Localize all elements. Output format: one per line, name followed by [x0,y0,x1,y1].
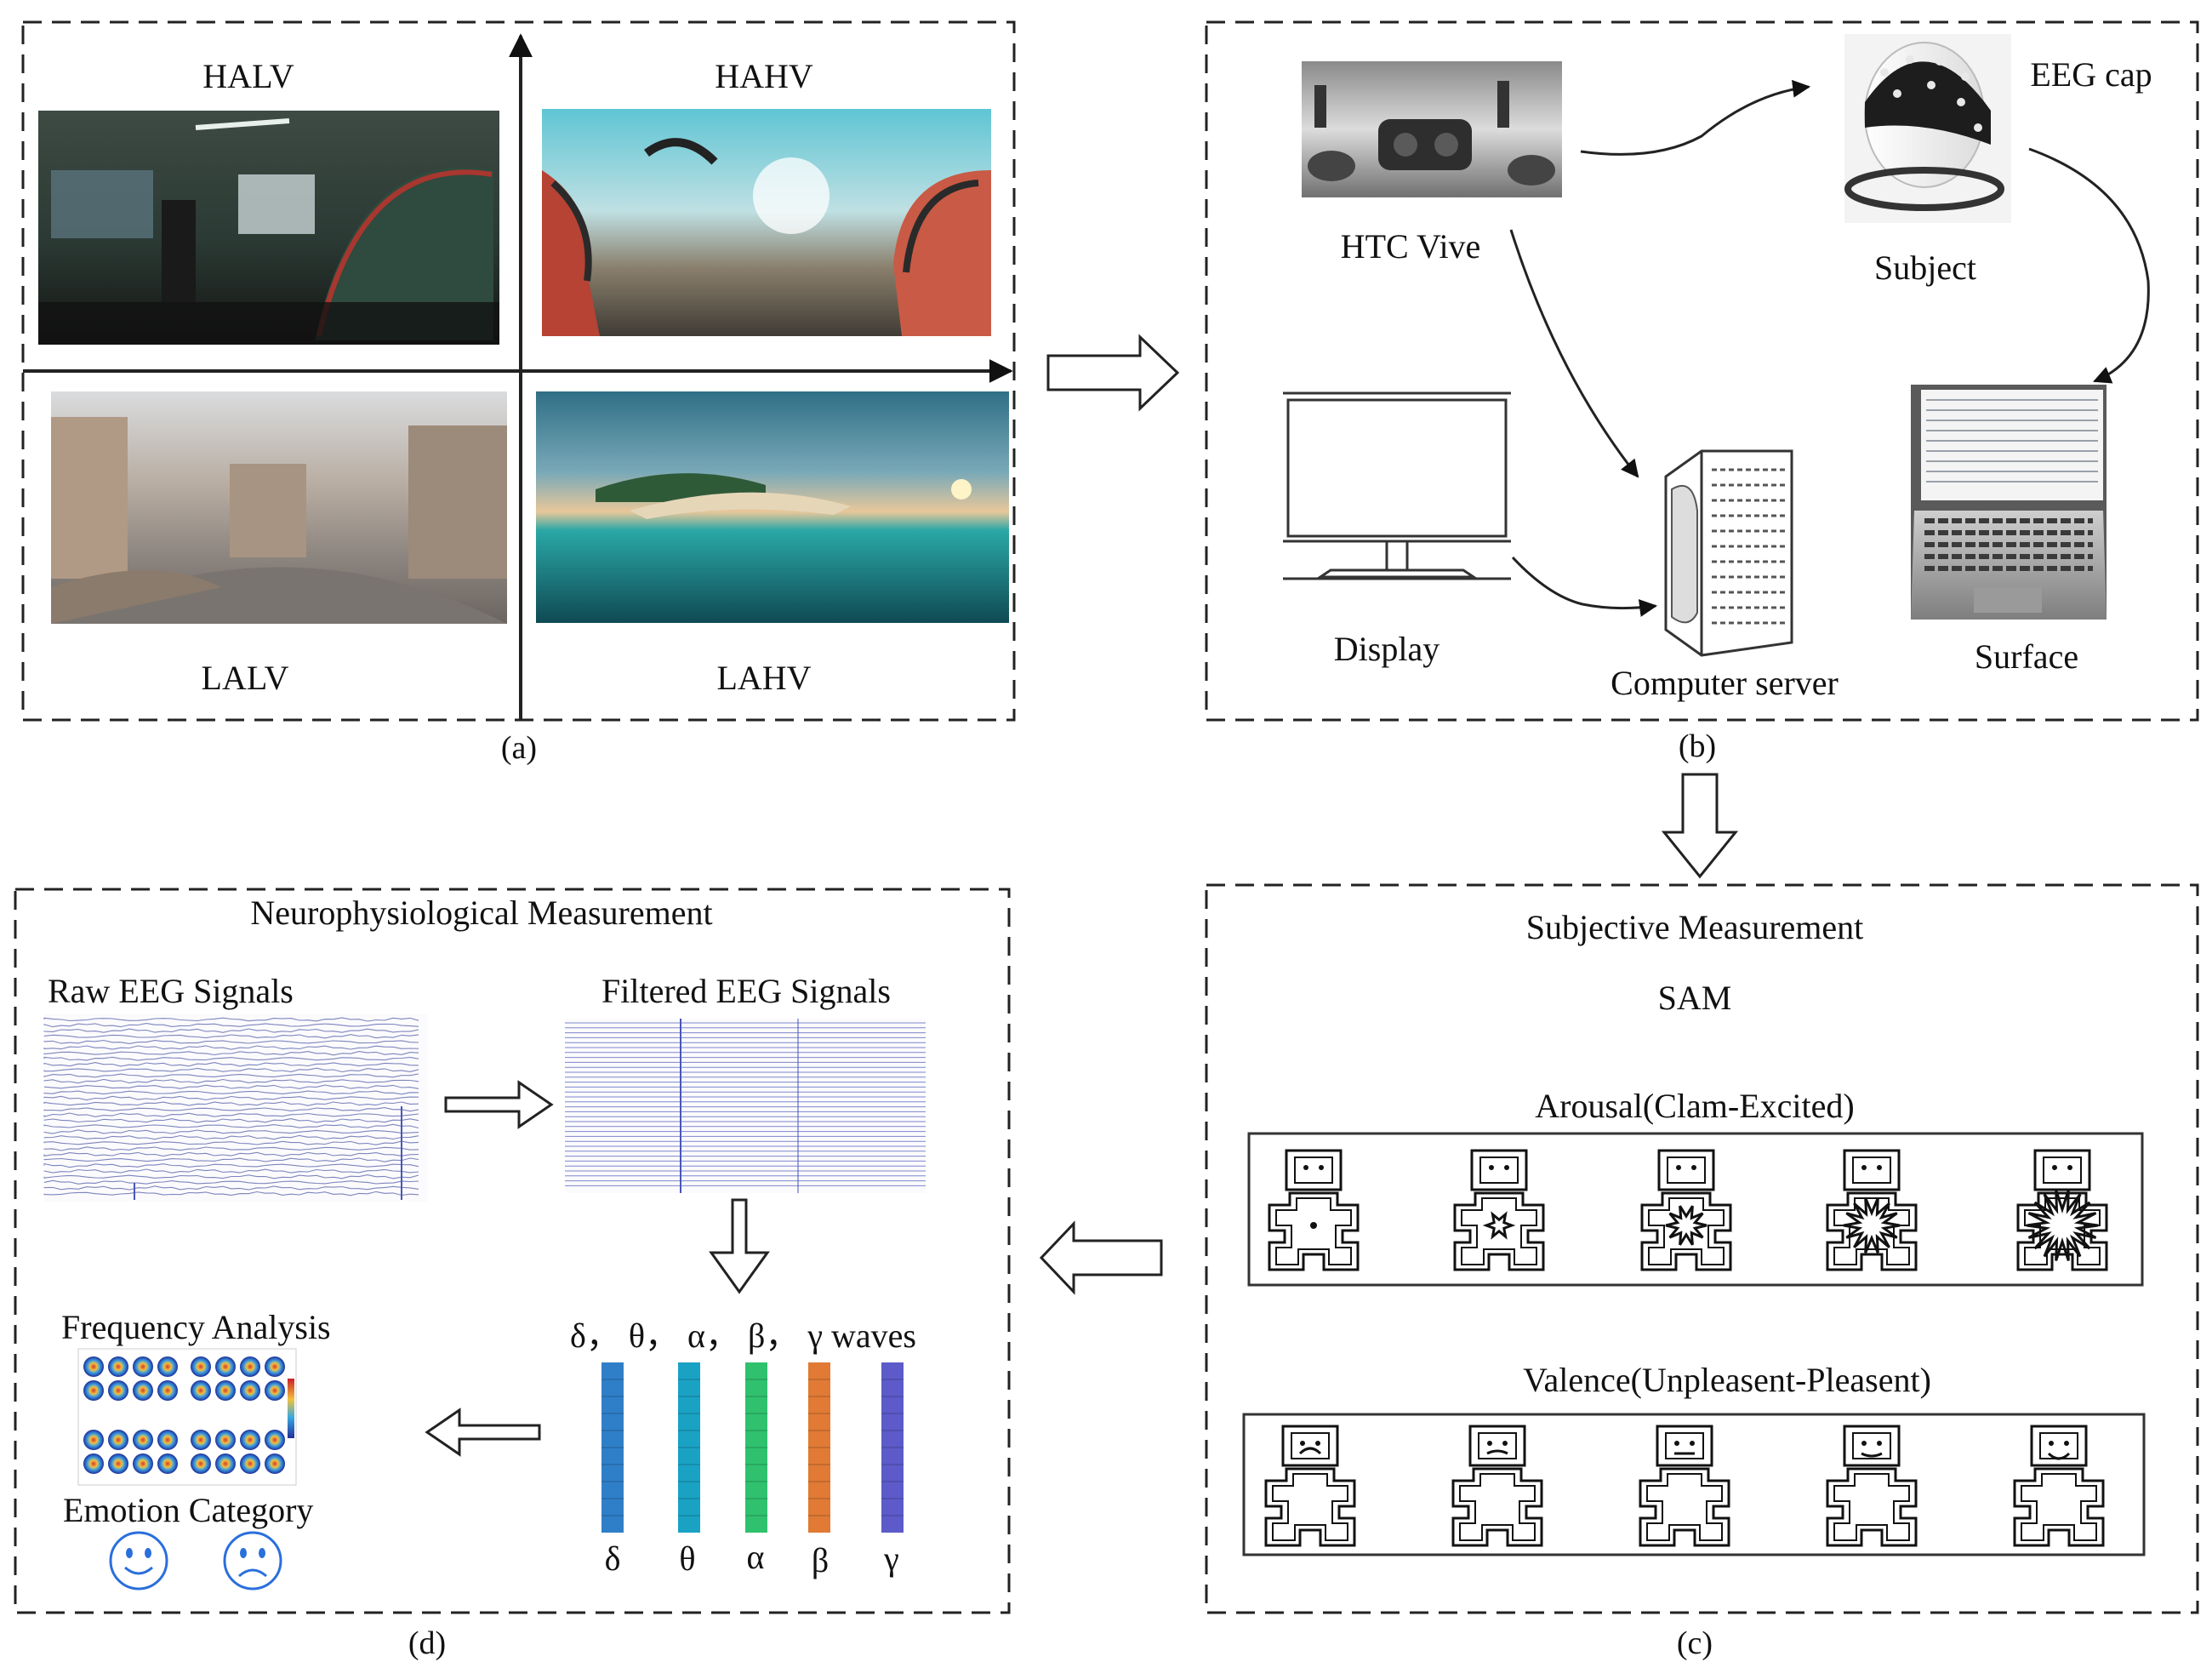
quadrant-label-lahv: LAHV [716,659,812,697]
panel-a-border [21,20,1016,722]
arrow-vive-to-server [1509,229,1639,478]
panel-d-title: Neurophysiological Measurement [250,894,713,932]
valence-scale-frame [1242,1413,2146,1556]
label-display: Display [1333,630,1440,668]
arrow-display-to-server [1511,556,1658,617]
panel-a-axes [23,33,1013,720]
label-eeg-cap: EEG cap [2030,55,2152,94]
quadrant-label-hahv: HAHV [715,57,813,95]
sad-face-icon [223,1531,282,1590]
valence-figure-2 [1451,1425,1543,1547]
arrow-c-to-d [1039,1220,1163,1295]
label-subject: Subject [1874,248,1976,287]
panel-d-eeg [43,1014,926,1590]
panel-c-border [1205,883,2199,1614]
arrow-filtered-to-bands [709,1198,770,1294]
arousal-figure-4 [1826,1149,1918,1271]
frequency-topomap-grid [77,1348,297,1486]
caption-c: (c) [1676,1625,1713,1661]
arousal-figure-2 [1453,1149,1545,1271]
band-label-beta: β [811,1541,830,1579]
arrow-vive-to-cap [1580,79,1811,156]
label-computer-server: Computer server [1611,664,1839,702]
valence-scale-label: Valence(Unpleasent-Pleasent) [1523,1361,1931,1399]
arrow-bands-to-analysis [425,1408,541,1457]
valence-figure-1 [1264,1425,1356,1547]
arousal-figure-1 [1268,1149,1360,1271]
band-label-delta: δ [604,1539,621,1578]
caption-b: (b) [1678,728,1717,764]
band-label-theta: θ [679,1539,696,1578]
raw-eeg-plot [43,1014,427,1202]
panel-c-title: Subjective Measurement [1525,908,1864,946]
band-bar-delta [601,1362,624,1533]
image-hahv [542,109,991,336]
band-bar-theta [678,1362,700,1533]
caption-d: (d) [408,1625,447,1661]
band-label-alpha: α [746,1538,765,1576]
happy-face-icon [109,1531,168,1590]
arousal-scale-frame [1247,1132,2144,1287]
arrow-b-to-c [1661,773,1739,879]
valence-figure-5 [2013,1425,2105,1547]
panel-c-sam [1242,1132,2146,1556]
arrow-a-to-b [1046,334,1180,412]
band-bar-beta [808,1362,830,1533]
image-lahv [536,391,1009,623]
image-lalv [51,391,507,624]
label-surface: Surface [1974,637,2079,676]
valence-figure-3 [1639,1425,1730,1547]
display-image [1283,391,1511,580]
frequency-analysis-label: Frequency Analysis [61,1308,331,1346]
band-label-gamma: γ [884,1539,899,1578]
htc-vive-image [1302,61,1562,197]
arousal-scale-label: Arousal(Clam-Excited) [1535,1087,1855,1125]
filtered-eeg-label: Filtered EEG Signals [601,972,891,1010]
panel-b-border [1205,20,2199,722]
raw-eeg-label: Raw EEG Signals [48,972,294,1010]
filtered-eeg-plot [565,1019,926,1193]
surface-laptop-image [1911,385,2107,620]
panel-d-border [14,888,1011,1614]
panel-b-devices [1283,34,2150,657]
arrow-cap-to-surface [2028,147,2150,384]
label-htc-vive: HTC Vive [1340,227,1481,266]
band-bar-alpha [745,1362,767,1533]
panel-c-method: SAM [1657,979,1732,1017]
caption-a: (a) [500,730,538,766]
arousal-figure-5 [2016,1149,2108,1271]
eeg-cap-image [1844,34,2011,223]
arrow-raw-to-filtered [444,1080,554,1129]
valence-figure-4 [1826,1425,1918,1547]
panel-a-quadrants [23,33,1013,720]
computer-server-image [1664,449,1793,657]
arousal-figure-3 [1640,1149,1732,1271]
diagram-layer [14,20,2199,1614]
waves-label: δ， θ， α， β， γ waves [570,1316,916,1355]
quadrant-label-lalv: LALV [201,659,289,697]
band-bar-gamma [881,1362,904,1533]
quadrant-label-halv: HALV [202,57,294,95]
image-halv [38,111,499,345]
emotion-category-label: Emotion Category [63,1491,314,1529]
